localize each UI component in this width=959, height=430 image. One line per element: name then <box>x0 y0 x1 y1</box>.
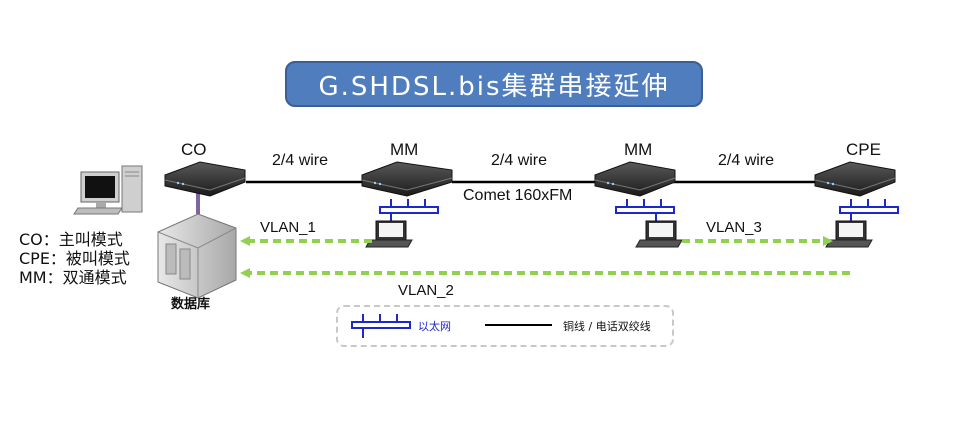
desktop-pc-icon <box>73 165 143 215</box>
node-label-cpe: CPE <box>846 140 881 159</box>
device-cpe[interactable] <box>814 161 896 197</box>
wire-label-3: 2/4 wire <box>718 152 775 169</box>
legend-copper-label: 铜线 / 电话双绞线 <box>563 320 651 333</box>
node-label-co: CO <box>181 140 207 159</box>
node-label-mm1: MM <box>390 140 419 159</box>
device-model-label: Comet 160xFM <box>463 187 573 204</box>
device-mm2[interactable] <box>594 161 676 197</box>
device-mm1[interactable] <box>361 161 453 197</box>
mode-mm: MM：双通模式 <box>19 268 127 287</box>
vlan2-label: VLAN_2 <box>398 282 454 299</box>
legend-ethernet-label: 以太网 <box>418 320 451 333</box>
diagram-title: G.SHDSL.bis集群串接延伸 <box>285 61 703 107</box>
mode-definitions: CO：主叫模式 CPE：被叫模式 MM：双通模式 <box>19 230 130 287</box>
legend-ethernet-icon <box>351 314 411 338</box>
legend <box>336 305 674 347</box>
database-server-icon <box>157 213 237 299</box>
node-label-mm2: MM <box>624 140 653 159</box>
vlan1-label: VLAN_1 <box>260 219 316 236</box>
ethernet-bus-cpe <box>839 199 899 222</box>
laptop-icon-mm1 <box>365 220 413 248</box>
mode-co: CO：主叫模式 <box>19 230 123 249</box>
database-label: 数据库 <box>171 297 211 312</box>
vlan3-label: VLAN_3 <box>706 219 762 236</box>
wire-label-1: 2/4 wire <box>272 152 329 169</box>
device-co[interactable] <box>164 161 246 197</box>
mode-cpe: CPE：被叫模式 <box>19 249 130 268</box>
ethernet-bus-mm1 <box>379 199 439 222</box>
vlan-arrows <box>240 236 850 278</box>
ethernet-bus-mm2 <box>615 199 675 222</box>
laptop-icon-cpe <box>825 220 873 248</box>
laptop-icon-mm2 <box>635 220 683 248</box>
wire-label-2: 2/4 wire <box>491 152 548 169</box>
